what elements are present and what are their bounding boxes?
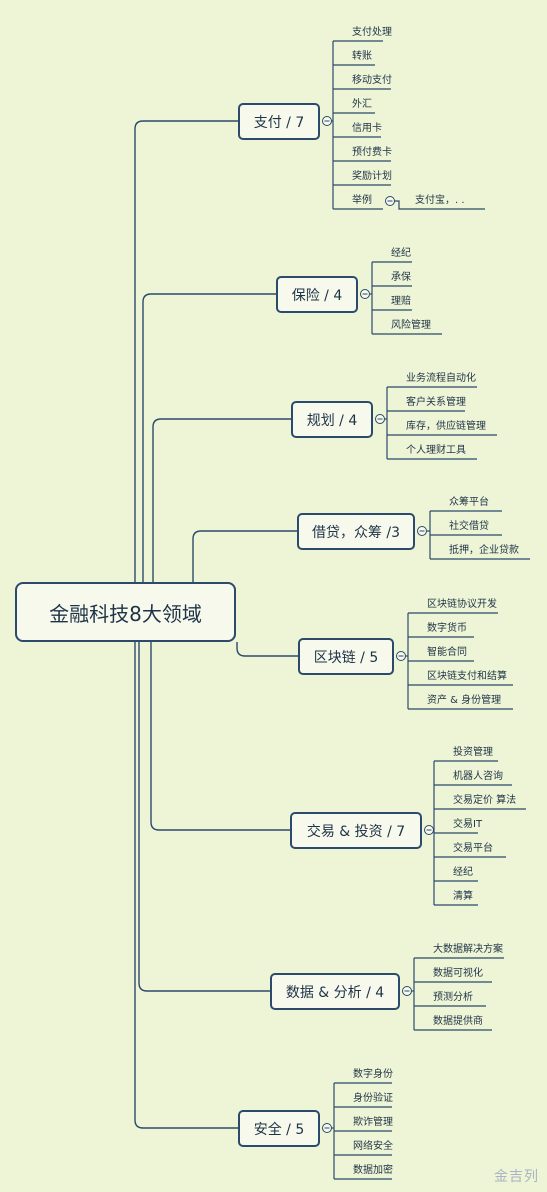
leaf-item[interactable]: 交易平台 (453, 843, 493, 854)
leaf-item[interactable]: 数据加密 (353, 1165, 393, 1176)
leaf-item[interactable]: 众筹平台 (449, 497, 489, 508)
branch-node-0[interactable]: 支付 / 7 (238, 103, 320, 140)
leaf-item[interactable]: 抵押，企业贷款 (449, 545, 519, 556)
branch-node-1[interactable]: 保险 / 4 (276, 276, 358, 313)
leaf-item[interactable]: 外汇 (352, 99, 372, 110)
branch-node-7[interactable]: 安全 / 5 (238, 1110, 320, 1147)
leaf-item[interactable]: 区块链支付和结算 (427, 671, 507, 682)
leaf-item[interactable]: 经纪 (391, 248, 411, 259)
leaf-item[interactable]: 数据提供商 (433, 1016, 483, 1027)
leaf-item[interactable]: 大数据解决方案 (433, 944, 503, 955)
leaf-item[interactable]: 机器人咨询 (453, 771, 503, 782)
root-to-branch-line-2 (152, 418, 291, 582)
root-to-branch-line-5 (150, 642, 290, 831)
leaf-item[interactable]: 数字身份 (353, 1069, 393, 1080)
branch-node-6[interactable]: 数据 & 分析 / 4 (270, 973, 400, 1010)
example-item[interactable]: 支付宝，. . (415, 195, 465, 206)
leaf-item[interactable]: 社交借贷 (449, 521, 489, 532)
root-to-branch-line-7 (134, 642, 238, 1129)
leaf-item[interactable]: 网络安全 (353, 1141, 393, 1152)
leaf-item[interactable]: 预付费卡 (352, 147, 392, 158)
leaf-item[interactable]: 交易定价 算法 (453, 795, 517, 806)
watermark-logo: 金吉列 (494, 1169, 539, 1185)
leaf-item[interactable]: 数据可视化 (433, 968, 483, 979)
leaf-item[interactable]: 智能合同 (427, 647, 467, 658)
leaf-item[interactable]: 理赔 (391, 296, 411, 307)
branch-node-2[interactable]: 规划 / 4 (291, 401, 373, 438)
leaf-item[interactable]: 库存，供应链管理 (406, 421, 486, 432)
leaf-item[interactable]: 信用卡 (352, 123, 382, 134)
leaf-item[interactable]: 奖励计划 (352, 171, 392, 182)
root-to-branch-line-3 (192, 530, 297, 582)
root-to-branch-line-6 (138, 642, 270, 992)
root-to-branch-line-0 (134, 120, 238, 582)
leaf-item[interactable]: 个人理财工具 (406, 445, 466, 456)
leaf-item[interactable]: 承保 (391, 272, 411, 283)
leaf-item[interactable]: 举例 (352, 195, 372, 206)
leaf-item[interactable]: 客户关系管理 (406, 397, 466, 408)
example-connector (394, 200, 485, 210)
leaf-item[interactable]: 业务流程自动化 (406, 373, 476, 384)
root-topic[interactable]: 金融科技8大领域 (15, 582, 236, 642)
leaf-item[interactable]: 投资管理 (453, 747, 493, 758)
leaf-item[interactable]: 交易IT (453, 819, 483, 830)
leaf-item[interactable]: 经纪 (453, 867, 473, 878)
leaf-item[interactable]: 身份验证 (353, 1093, 393, 1104)
root-to-branch-line-4 (236, 642, 298, 657)
branch-node-3[interactable]: 借贷，众筹 /3 (297, 513, 415, 550)
root-to-branch-line-1 (142, 293, 276, 582)
leaf-item[interactable]: 支付处理 (352, 27, 392, 38)
leaf-item[interactable]: 数字货币 (427, 623, 467, 634)
leaf-item[interactable]: 资产 & 身份管理 (427, 695, 502, 706)
branch-node-4[interactable]: 区块链 / 5 (298, 638, 394, 675)
leaf-item[interactable]: 风险管理 (391, 320, 431, 331)
branch-node-5[interactable]: 交易 & 投资 / 7 (290, 812, 422, 849)
leaf-item[interactable]: 区块链协议开发 (427, 599, 497, 610)
leaf-item[interactable]: 移动支付 (352, 75, 392, 86)
leaf-item[interactable]: 欺诈管理 (353, 1117, 393, 1128)
leaf-item[interactable]: 预测分析 (433, 992, 473, 1003)
leaf-item[interactable]: 清算 (453, 891, 473, 902)
leaf-item[interactable]: 转账 (352, 51, 372, 62)
